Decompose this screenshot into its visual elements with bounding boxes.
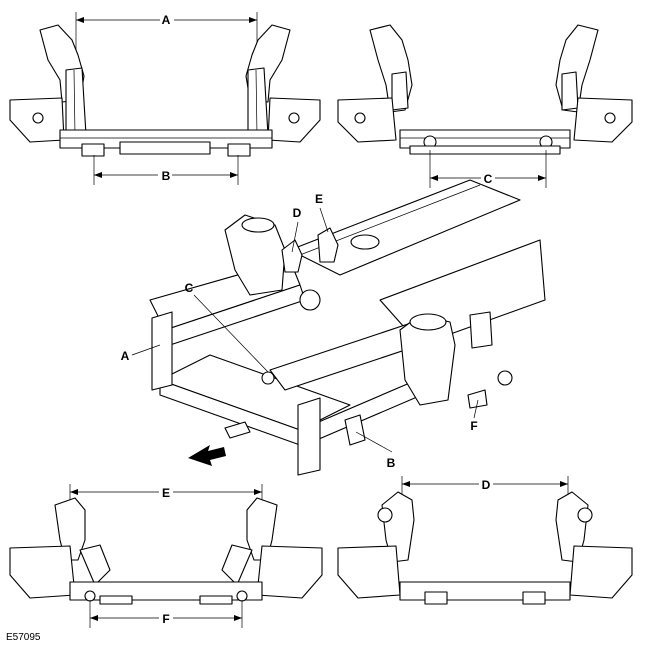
label-d-bottom-right: D xyxy=(482,478,491,492)
label-a-center: A xyxy=(121,349,130,363)
view-top-right xyxy=(337,24,633,188)
view-top-left xyxy=(9,12,321,185)
label-e-bottom: E xyxy=(162,486,170,500)
direction-arrow-icon xyxy=(188,445,226,466)
label-b-center: B xyxy=(387,456,396,470)
label-b-top: B xyxy=(162,169,171,183)
label-f-bottom: F xyxy=(162,612,169,626)
label-d-center: D xyxy=(293,206,302,220)
label-a-top: A xyxy=(162,13,171,27)
label-c-center: C xyxy=(185,281,194,295)
view-center-isometric xyxy=(131,179,546,476)
label-c-top-right: C xyxy=(484,172,493,186)
view-bottom-right xyxy=(337,476,633,605)
figure-id: E57095 xyxy=(6,632,41,643)
label-e-center: E xyxy=(315,192,323,206)
view-bottom-left xyxy=(9,484,323,628)
label-f-center: F xyxy=(470,419,477,433)
